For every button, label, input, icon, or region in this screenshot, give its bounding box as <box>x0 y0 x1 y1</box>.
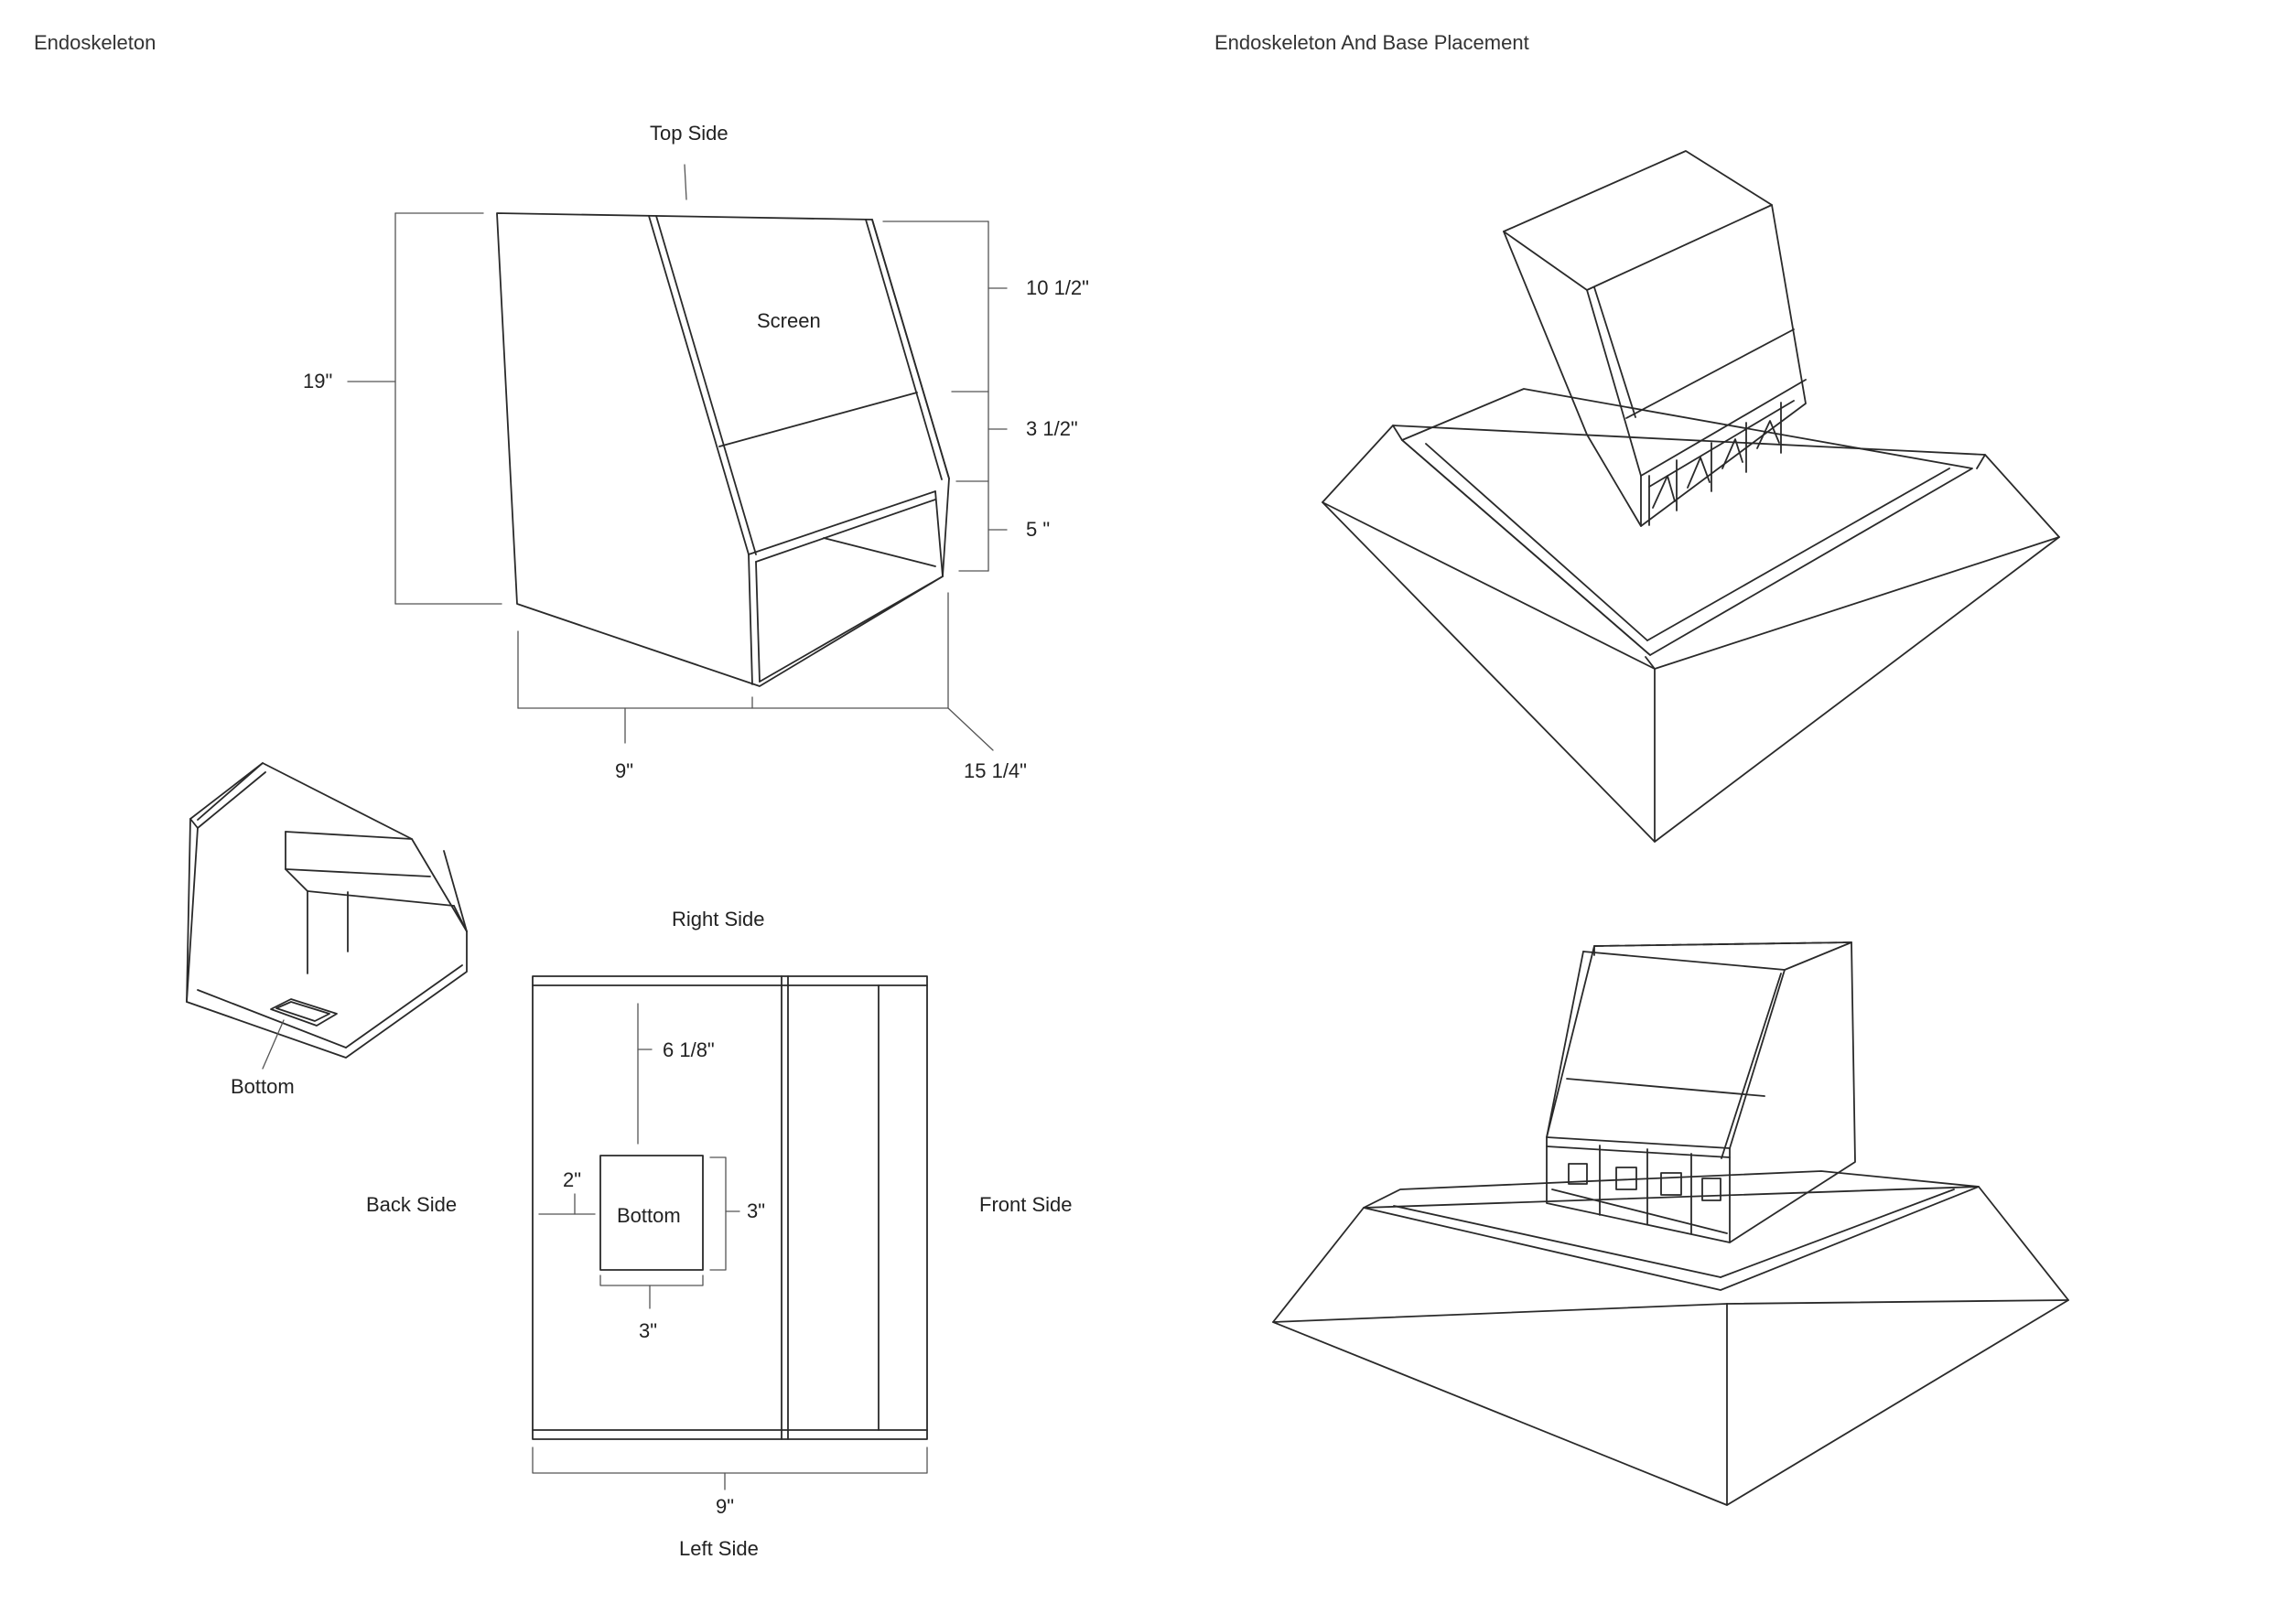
top-side-label: Top Side <box>650 122 728 145</box>
front-side-label: Front Side <box>979 1193 1073 1216</box>
right-title: Endoskeleton And Base Placement <box>1214 31 1529 54</box>
plan-bottom-label: Bottom <box>617 1204 681 1227</box>
dim-height-label: 3" <box>747 1199 765 1222</box>
placement-view-upper <box>1322 150 2060 843</box>
dim-offset-left-label: 2" <box>563 1168 581 1191</box>
dim-offset-top-label: 6 1/8" <box>663 1038 715 1061</box>
dim-middle-label: 3 1/2" <box>1026 417 1078 440</box>
side-profile <box>496 212 950 687</box>
screen-label: Screen <box>757 309 821 332</box>
plan-view-drawing: Bottom 6 1/8" 2" 3" 3" 9" Right Side Bac… <box>366 908 1073 1560</box>
left-title: Endoskeleton <box>34 31 156 54</box>
bottom-opening <box>599 1155 704 1271</box>
height-total-label: 19" <box>303 370 332 393</box>
left-side-label: Left Side <box>679 1537 759 1560</box>
side-view-drawing: Top Side Screen 19" 10 1/2" 3 1/2" 5 " <box>303 122 1089 782</box>
iso-bottom-drawing: Bottom <box>186 762 468 1098</box>
depth-label: 9" <box>615 759 633 782</box>
dim-screen-label: 10 1/2" <box>1026 276 1089 299</box>
dim-lower-label: 5 " <box>1026 518 1050 541</box>
back-side-label: Back Side <box>366 1193 457 1216</box>
placement-view-lower <box>1272 941 2069 1506</box>
dim-width-label: 3" <box>639 1319 657 1342</box>
right-side-label: Right Side <box>672 908 765 930</box>
dim-total-label: 9" <box>716 1495 734 1518</box>
diagonal-label: 15 1/4" <box>964 759 1027 782</box>
iso-bottom-label: Bottom <box>231 1075 295 1098</box>
